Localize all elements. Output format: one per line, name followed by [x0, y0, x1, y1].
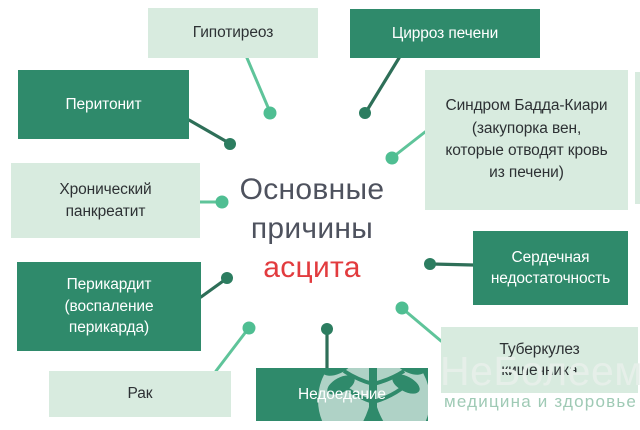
cause-box-intestinal-tuberculosis: Туберкулез кишечника	[441, 327, 638, 393]
connector-dot-cancer	[242, 321, 256, 335]
cause-label: Синдром Бадда-Киари (закупорка вен, кото…	[445, 97, 608, 182]
connector-dot-hypothyroid	[263, 106, 277, 120]
cause-label: Гипотиреоз	[192, 24, 274, 42]
watermark-tagline-text: медицина и здоровье	[444, 392, 638, 411]
connector-dot-tuberculosis	[395, 301, 409, 315]
cause-label: Сердечная недостаточность	[490, 248, 611, 287]
watermark-brand-text: НеБолеем	[440, 348, 640, 394]
connector-dot-peritonitis	[224, 138, 236, 150]
cause-label: Перикардит (воспаление перикарда)	[64, 276, 154, 337]
cause-label: Цирроз печени	[391, 24, 499, 42]
cause-label: Перитонит	[65, 95, 142, 113]
cause-box-malnutrition: Недоедание	[256, 368, 428, 421]
diagram-title-accent: асцита	[263, 251, 361, 284]
diagram-title: Основные причины асцита	[212, 170, 412, 287]
cause-box-peritonitis: Перитонит	[18, 70, 189, 139]
connector-tuberculosis	[401, 307, 443, 343]
cause-label: Хронический панкреатит	[59, 181, 152, 220]
diagram-title-line1: Основные	[239, 173, 385, 206]
cause-box-liver-cirrhosis: Цирроз печени	[350, 9, 540, 58]
connector-heart-failure	[430, 262, 475, 267]
diagram-title-line2: причины	[250, 212, 374, 245]
cause-box-chronic-pancreatitis: Хронический панкреатит	[11, 163, 200, 238]
connector-peritonitis	[187, 118, 231, 145]
connector-dot-heart-failure	[424, 258, 436, 270]
connector-cancer	[214, 327, 250, 373]
cause-label: Недоедание	[298, 385, 386, 403]
cause-box-budd-chiari-syndrome: Синдром Бадда-Киари (закупорка вен, кото…	[425, 70, 628, 210]
connector-budd-chiari	[391, 130, 427, 159]
connector-dot-malnutrition	[321, 323, 333, 335]
cause-box-cancer: Рак	[49, 371, 231, 417]
connector-hypothyroid	[245, 56, 272, 114]
connector-dot-cirrhosis	[359, 107, 371, 119]
connector-cirrhosis	[364, 56, 401, 114]
connector-dot-budd-chiari	[385, 151, 399, 165]
cause-box-pericarditis: Перикардит (воспаление перикарда)	[17, 262, 201, 351]
cause-box-hypothyroidism: Гипотиреоз	[148, 8, 318, 58]
cropped-box-sliver	[635, 72, 640, 204]
cause-label: Рак	[127, 385, 153, 403]
cause-box-heart-failure: Сердечная недостаточность	[473, 231, 628, 305]
cause-label: Туберкулез кишечника	[499, 340, 580, 379]
